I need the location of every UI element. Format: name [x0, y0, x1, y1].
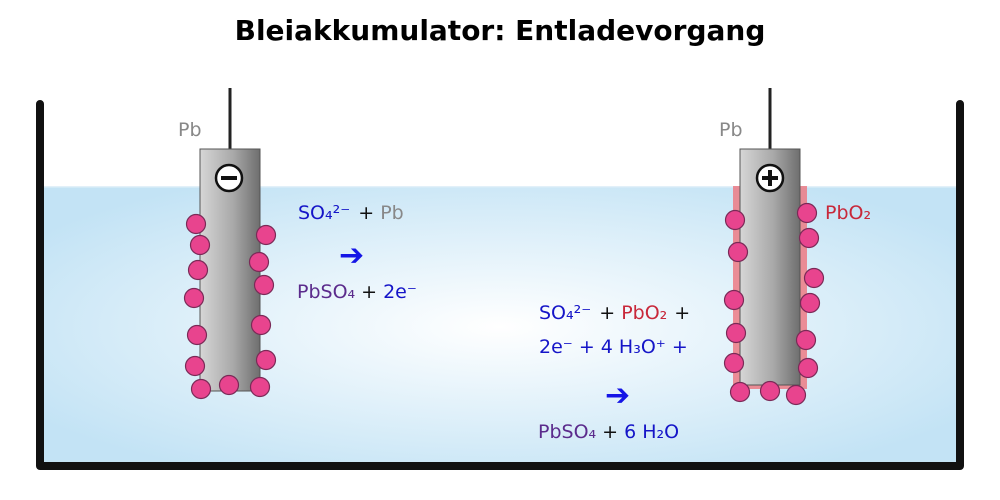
pbso4-particle: [798, 227, 820, 249]
plus-sign: +: [599, 302, 615, 324]
pbso4-particle: [183, 287, 205, 309]
negative-electrode-label: Pb: [178, 119, 202, 141]
particles-positive: [723, 202, 825, 406]
positive-electrode: Pb PbO₂: [719, 88, 871, 389]
diagram-title: Bleiakkumulator: Entladevorgang: [234, 14, 766, 47]
plus-sign-icon: [755, 163, 785, 193]
cathode-reactants-line2: 2e⁻ + 4 H₃O⁺ +: [539, 336, 688, 358]
anode-products: PbSO₄+2e⁻: [297, 281, 417, 303]
pbso4-particle: [249, 376, 271, 398]
plus-sign: +: [361, 281, 377, 303]
pbso4-particle: [795, 329, 817, 351]
pbso4-particle: [799, 292, 821, 314]
anode-reactants: SO₄²⁻ + Pb: [298, 202, 404, 224]
pbso4-particle: [729, 381, 751, 403]
lead-sulfate: PbSO₄: [297, 281, 356, 303]
lead-sulfate: PbSO₄: [538, 421, 597, 443]
lead: Pb: [380, 202, 404, 224]
plus-sign: +: [674, 302, 690, 324]
plus-sign: +: [602, 421, 618, 443]
pbso4-particle: [248, 251, 270, 273]
pbso4-particle: [255, 224, 277, 246]
water: 6 H₂O: [624, 421, 679, 443]
pbso4-particle: [796, 202, 818, 224]
cathode-products: PbSO₄+6 H₂O: [538, 421, 679, 443]
electrolyte: [40, 187, 960, 467]
pbso4-particle: [190, 378, 212, 400]
pbso4-particle: [803, 267, 825, 289]
pbso4-particle: [255, 349, 277, 371]
pbso4-particle: [723, 352, 745, 374]
battery-container: [36, 100, 964, 470]
pbso4-particle: [184, 355, 206, 377]
pbo2-coating-label: PbO₂: [825, 202, 871, 224]
plus-sign: +: [358, 202, 374, 224]
pbso4-particle: [724, 209, 746, 231]
sulfate-ion: SO₄²⁻: [298, 202, 350, 224]
reaction-arrow-icon: ➔: [605, 378, 630, 413]
pbso4-particle: [727, 241, 749, 263]
minus-sign-icon: [214, 163, 244, 193]
cathode-reactants-line1: SO₄²⁻ + PbO₂ +: [539, 302, 690, 324]
pbso4-particle: [218, 374, 240, 396]
pbso4-particle: [185, 213, 207, 235]
pbso4-particle: [189, 234, 211, 256]
pbso4-particle: [187, 259, 209, 281]
electrons: 2e⁻: [383, 281, 417, 303]
pbso4-particle: [797, 357, 819, 379]
pbso4-particle: [253, 274, 275, 296]
pbso4-particle: [759, 380, 781, 402]
sulfate-ion: SO₄²⁻: [539, 302, 591, 324]
pbso4-particle: [785, 384, 807, 406]
positive-electrode-label: Pb: [719, 119, 743, 141]
cathode-reaction: SO₄²⁻+PbO₂+ 2e⁻ + 4 H₃O⁺ + ➔ PbSO₄+6 H₂O: [538, 302, 690, 443]
pbso4-particle: [725, 322, 747, 344]
pbso4-particle: [250, 314, 272, 336]
pbso4-particle: [723, 289, 745, 311]
pbso4-particle: [186, 324, 208, 346]
anode-reaction: SO₄²⁻+Pb ➔ PbSO₄+2e⁻: [297, 202, 417, 303]
reaction-arrow-icon: ➔: [339, 238, 364, 273]
particles-negative: [183, 213, 277, 400]
lead-dioxide: PbO₂: [621, 302, 667, 324]
